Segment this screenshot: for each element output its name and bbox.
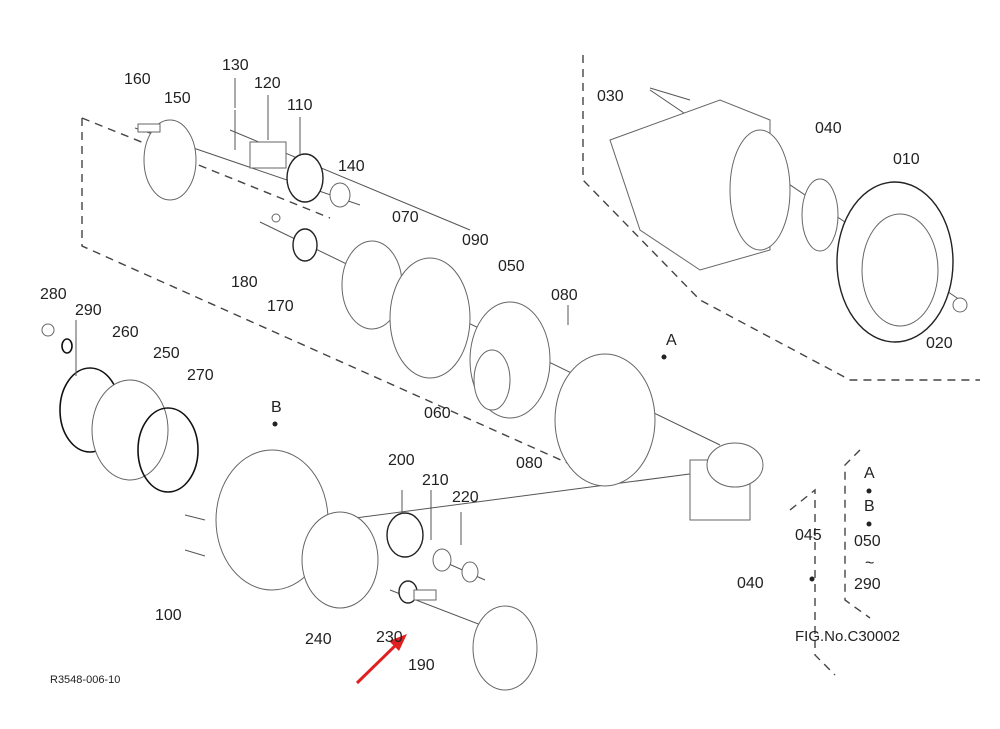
callout-150: 150 [164,90,191,107]
callout-010: 010 [893,151,920,168]
housing-group [341,240,764,521]
callout-060: 060 [424,405,451,422]
callout-080-top: 080 [551,287,578,304]
callout-160: 160 [124,71,151,88]
legend-050: 050 [854,533,881,550]
callout-210: 210 [422,472,449,489]
callout-220: 220 [452,489,479,506]
drive-assembly [609,87,968,343]
callout-020: 020 [926,335,953,352]
callout-290: 290 [75,302,102,319]
legend-a: A [864,465,875,482]
section-boundaries [81,55,980,676]
callout-230: 230 [376,629,403,646]
reference-dots [272,354,872,582]
callout-240: 240 [305,631,332,648]
callout-140: 140 [338,158,365,175]
callout-110: 110 [287,97,313,114]
callout-030: 030 [597,88,624,105]
callout-190: 190 [408,657,435,674]
callout-170: 170 [267,298,294,315]
callout-120: 120 [254,75,281,92]
leader-lines [75,78,569,545]
callout-080-bottom: 080 [516,455,543,472]
callout-250: 250 [153,345,180,362]
callout-180: 180 [231,274,258,291]
callout-280: 280 [40,286,67,303]
figure-number: FIG.No.C30002 [795,628,901,645]
callout-270: 270 [187,367,214,384]
indicator-arrow [355,634,407,685]
reference-a: A [666,332,677,349]
drawing-number: R3548-006-10 [50,674,121,686]
legend-tilde: ~ [865,555,875,572]
legend-045: 045 [795,527,822,544]
lower-group [41,323,538,691]
callout-260: 260 [112,324,139,341]
callout-070: 070 [392,209,419,226]
callout-090: 090 [462,232,489,249]
upper-shaft-group [137,110,351,262]
callout-100: 100 [155,607,182,624]
reference-b: B [271,399,282,416]
legend-040: 040 [737,575,764,592]
legend-b: B [864,498,875,515]
callout-130: 130 [222,57,249,74]
callout-200: 200 [388,452,415,469]
callout-040-top: 040 [815,120,842,137]
legend-290: 290 [854,576,881,593]
callout-050: 050 [498,258,525,275]
